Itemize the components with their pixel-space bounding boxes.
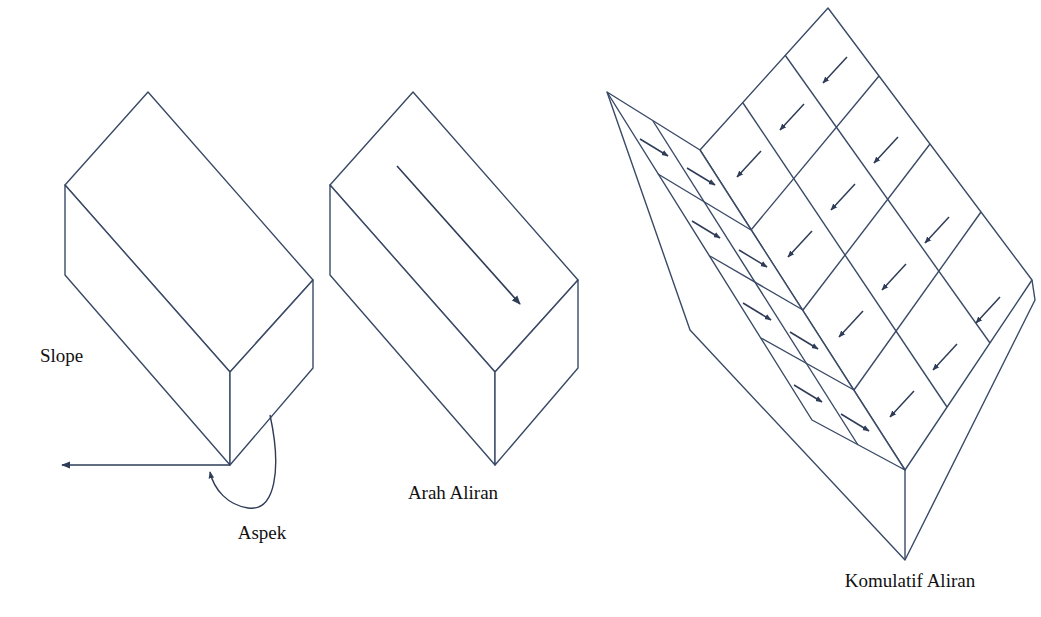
flow-accumulation-label: Komulatif Aliran	[845, 570, 975, 593]
flow-arrow	[397, 166, 520, 304]
cell-flow-arrows	[640, 57, 1000, 431]
slope-label: Slope	[40, 345, 83, 368]
flow-accumulation-surface	[607, 8, 1035, 560]
slope-arrow	[62, 464, 230, 466]
slope-block	[65, 92, 313, 465]
aspect-arc	[210, 415, 276, 508]
flow-direction-label: Arah Aliran	[408, 482, 498, 505]
aspect-label: Aspek	[238, 522, 287, 545]
flow-direction-block	[330, 92, 578, 465]
